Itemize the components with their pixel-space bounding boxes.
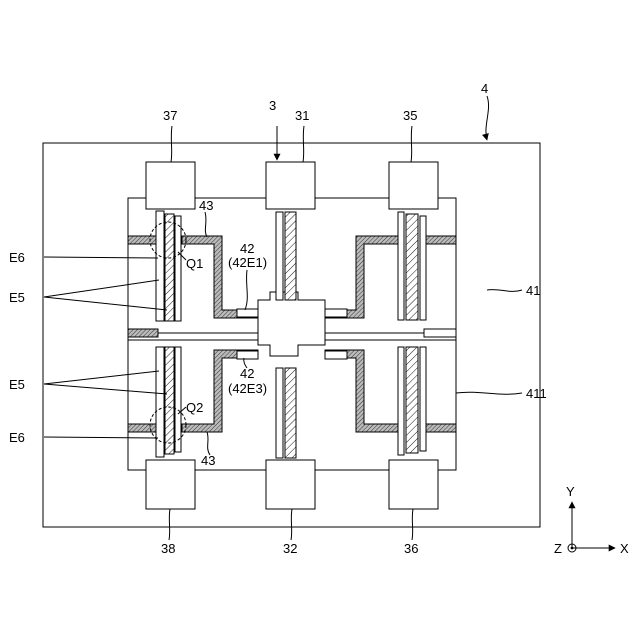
strip-right-top-c [420,216,426,320]
label-ref-42-top: 42 [240,241,254,256]
label-ref-41: 41 [526,283,540,298]
pad-35 [389,162,438,209]
stub-left-top [128,236,156,244]
strip-middle-top-b [285,212,296,300]
strip-e6-left-top [175,216,181,321]
label-e6-top: E6 [9,250,25,265]
strip-middle-bottom-b [285,368,296,458]
label-pad-35: 35 [403,108,417,123]
label-e5-bottom: E5 [9,377,25,392]
stub-right-top [426,236,456,244]
label-e5-top: E5 [9,290,25,305]
small-pad-bottom-right [325,351,347,359]
pad-36 [389,460,438,509]
label-q2: Q2 [186,400,203,415]
label-ref-42e1: (42E1) [228,255,267,270]
strip-e6-left-bottom [175,347,181,452]
axis-y-label: Y [566,484,575,499]
label-ref-43-bottom: 43 [201,453,215,468]
label-pad-36: 36 [404,541,418,556]
small-pad-bottom-left [237,351,258,359]
strip-middle-bottom-a [276,368,283,458]
stub-left-bottom [128,424,156,432]
label-ref-43-top: 43 [199,198,213,213]
strip-right-top-b [406,214,418,320]
axis-indicator: Y X Z [554,484,629,556]
label-ref-3: 3 [269,98,276,113]
label-q1: Q1 [186,256,203,271]
pad-32 [266,460,315,509]
divider-stub-right [424,329,456,337]
pad-31 [266,162,315,209]
axis-z-label: Z [554,541,562,556]
strip-right-top-a [398,212,404,320]
strip-e5-left-bottom-b [165,347,174,454]
label-ref-42-bottom: 42 [240,366,254,381]
stub-right-bottom [426,424,456,432]
label-ref-42e3: (42E3) [228,381,267,396]
strip-e5-left-bottom-a [156,347,164,457]
strip-right-bottom-c [420,347,426,451]
pad-37 [146,162,195,209]
strip-right-bottom-b [406,347,418,453]
pad-38 [146,460,195,509]
strip-e5-left-top-b [165,214,174,321]
strip-middle-top-a [276,212,283,300]
strip-e5-left-top-a [156,211,164,321]
label-pad-38: 38 [161,541,175,556]
strip-right-bottom-a [398,347,404,455]
label-ref-411: 411 [526,386,547,401]
label-pad-32: 32 [283,541,297,556]
divider-stub-left [128,329,158,337]
label-pad-31: 31 [295,108,309,123]
label-ref-4: 4 [481,81,488,96]
label-pad-37: 37 [163,108,177,123]
label-e6-bottom: E6 [9,430,25,445]
small-pad-top-left [237,309,258,317]
axis-x-label: X [620,541,629,556]
small-pad-top-right [325,309,347,317]
